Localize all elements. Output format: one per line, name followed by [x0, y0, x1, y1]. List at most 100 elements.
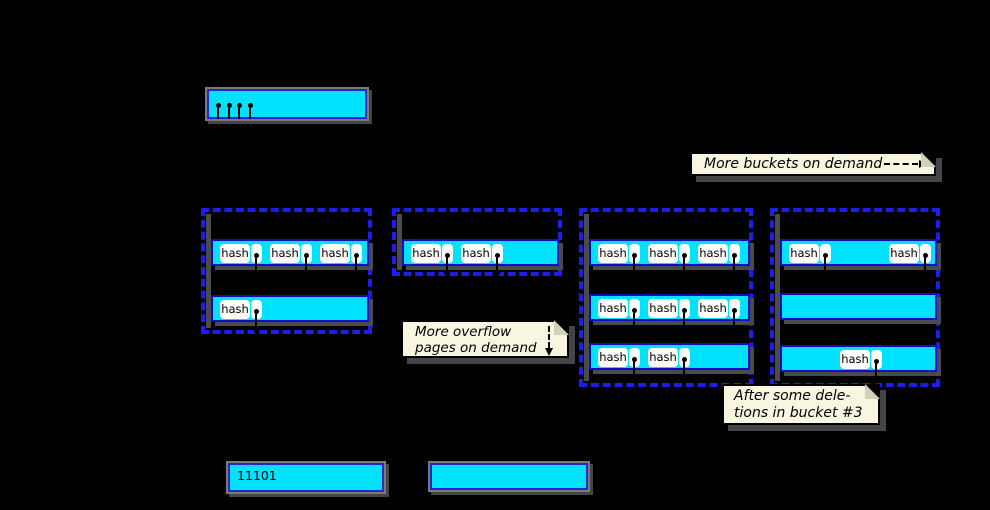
bucket-inner-shadow [775, 214, 780, 381]
hash-entry: hash [220, 300, 262, 335]
hash-entry: hash [598, 348, 640, 383]
note-after-deletions: After some dele- tions in bucket #3 [722, 384, 880, 425]
bucket-inner-shadow [397, 214, 402, 270]
down-arrow-icon [680, 255, 688, 279]
hash-entry: hash [598, 244, 640, 279]
hash-entry-label: hash [220, 244, 250, 263]
down-arrow-icon [443, 255, 451, 279]
hash-entry-label: hash [648, 348, 678, 367]
hash-entry: hash [320, 244, 362, 279]
hash-entry-label: hash [648, 299, 678, 318]
down-arrow-icon [680, 359, 688, 383]
down-arrow-icon [680, 310, 688, 334]
down-arrow-icon [921, 255, 929, 279]
record-box-left: 11101 [226, 461, 386, 494]
note-fold-icon [865, 384, 880, 399]
down-arrow-icon [252, 255, 260, 279]
pointer-dot-icon [247, 103, 253, 108]
directory-pointer-pin [226, 103, 232, 121]
hash-entry: hash [270, 244, 312, 279]
down-arrow-icon [302, 255, 310, 279]
pointer-stem [217, 108, 219, 119]
hash-entry: hash [648, 244, 690, 279]
note-after-deletions-line2: tions in bucket #3 [734, 405, 863, 421]
hash-entry-label: hash [789, 244, 819, 263]
down-arrow-icon [493, 255, 501, 279]
hash-entry-label: hash [648, 244, 678, 263]
note-fold-icon [554, 320, 569, 335]
bucket-page-row: hash hash [402, 239, 559, 279]
hash-entry-label: hash [840, 350, 870, 369]
bucket-page-row: hash hash hash [589, 239, 750, 279]
note-more-buckets: More buckets on demand [690, 152, 936, 176]
hash-entry: hash [698, 244, 740, 279]
directory-box-inner [207, 89, 367, 119]
hash-entry-label: hash [320, 244, 350, 263]
bucket-page-row: hash hash hash [211, 239, 369, 279]
pointer-dot-icon [226, 103, 232, 108]
hash-entry-label: hash [598, 244, 628, 263]
pointer-stem [238, 108, 240, 119]
down-arrow-icon [252, 311, 260, 335]
note-after-deletions-line1: After some dele- [734, 388, 851, 404]
hash-entry: hash [698, 299, 740, 334]
hash-entry-label: hash [270, 244, 300, 263]
bucket-page-row: hash [780, 345, 937, 385]
hash-entry: hash [220, 244, 262, 279]
bucket-1: hash hash [392, 208, 562, 279]
hash-entry-label: hash [461, 244, 491, 263]
down-arrow-icon [872, 361, 880, 385]
hash-entry-label: hash [698, 244, 728, 263]
note-more-overflow-line2: pages on demand [415, 340, 537, 356]
hash-entry: hash [411, 244, 453, 279]
record-box-left-inner: 11101 [228, 463, 384, 492]
hash-entry: hash [598, 299, 640, 334]
down-arrow-icon [352, 255, 360, 279]
bucket-0: hash hash hash hash [201, 208, 372, 335]
bucket-inner-shadow [206, 214, 211, 328]
pointer-stem [248, 108, 251, 119]
note-more-overflow: More overflow pages on demand [401, 320, 569, 358]
record-box-right-inner [430, 463, 588, 490]
down-arrow-icon [730, 255, 738, 279]
bucket-page-row [780, 293, 937, 320]
directory-box [205, 87, 369, 121]
directory-pointer-pin [216, 103, 221, 121]
hash-entry: hash [789, 244, 831, 279]
hash-entry: hash [648, 348, 690, 383]
hash-entry: hash [840, 350, 882, 385]
hash-entry: hash [889, 244, 931, 279]
bucket-page-row: hash [211, 295, 369, 335]
bucket-page-row: hash hash [780, 239, 937, 279]
down-arrow-icon [630, 310, 638, 334]
bucket-2: hash hash hash hash hash hash hash hash [579, 208, 753, 387]
hash-entry: hash [461, 244, 503, 279]
directory-pointer-pin [247, 103, 253, 121]
down-arrow-icon [630, 255, 638, 279]
record-box-value: 11101 [237, 468, 277, 483]
hash-entry-label: hash [598, 348, 628, 367]
hash-entry-label: hash [220, 300, 250, 319]
dashed-right-arrow-icon [884, 160, 927, 168]
note-more-overflow-line1: More overflow [415, 324, 512, 340]
pointer-dot-icon [216, 103, 221, 108]
hash-entry: hash [648, 299, 690, 334]
dashed-down-arrow-icon [545, 326, 553, 356]
down-arrow-icon [730, 310, 738, 334]
hash-entry-label: hash [698, 299, 728, 318]
hash-entry-label: hash [889, 244, 919, 263]
directory-pointer-pin [237, 103, 242, 121]
down-arrow-icon [821, 255, 829, 279]
note-more-buckets-text: More buckets on demand [704, 156, 883, 172]
note-fold-icon [921, 152, 936, 167]
bucket-3: hash hash hash [770, 208, 940, 387]
hash-entry-label: hash [598, 299, 628, 318]
pointer-dot-icon [237, 103, 242, 108]
bucket-inner-shadow [584, 214, 589, 381]
pointer-stem [227, 108, 230, 119]
bucket-page-row: hash hash [589, 343, 750, 383]
down-arrow-icon [630, 359, 638, 383]
bucket-page-row: hash hash hash [589, 294, 750, 334]
record-box-right [428, 461, 590, 492]
